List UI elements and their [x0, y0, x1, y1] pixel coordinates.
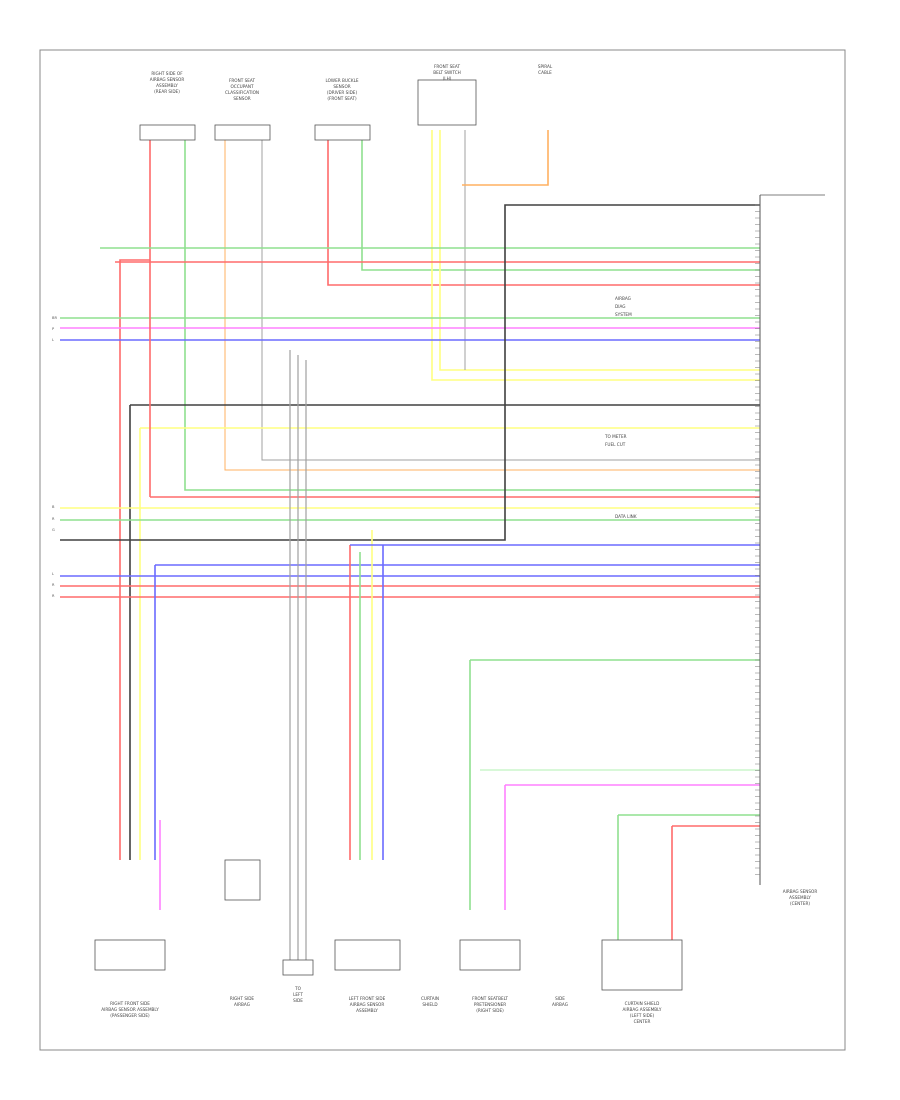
top-component-3-label-3: (DRIVER SIDE)	[327, 90, 358, 95]
left-label-6: G	[52, 528, 55, 532]
top-component-4: FRONT SEAT BELT SWITCH (LH)	[417, 64, 477, 126]
right-label-5: FUEL CUT	[605, 442, 626, 447]
left-label-4: B	[52, 505, 55, 509]
bottom-component-8-label-3: (LEFT SIDE)	[630, 1013, 655, 1018]
left-label-8: R	[52, 583, 55, 587]
right-module-label-1: AIRBAG SENSOR	[783, 889, 818, 894]
top-component-4-label-1: FRONT SEAT	[434, 64, 460, 69]
bottom-component-5-label-1: CURTAIN	[421, 996, 439, 1001]
bottom-component-4-label-3: ASSEMBLY	[356, 1008, 378, 1013]
bottom-component-6-label-1: FRONT SEATBELT	[472, 996, 508, 1001]
bottom-component-6-label-2: PRETENSIONER	[474, 1002, 506, 1007]
right-label-2: DIAG	[615, 304, 626, 309]
bottom-component-3-label-3: SIDE	[293, 998, 303, 1003]
bottom-component-2-label-2: AIRBAG	[234, 1002, 250, 1007]
top-component-5: SPIRAL CABLE	[538, 64, 553, 75]
top-component-1: RIGHT SIDE OF AIRBAG SENSOR ASSEMBLY (RE…	[139, 71, 196, 141]
top-component-3-label-1: LOWER BUCKLE	[325, 78, 358, 83]
bottom-component-8-label-1: CURTAIN SHIELD	[625, 1001, 660, 1006]
top-component-2-label-2: OCCUPANT	[230, 84, 253, 89]
wire-10	[462, 130, 549, 186]
wire-24	[60, 204, 760, 541]
right-module-connector	[755, 194, 825, 885]
bottom-component-8-label-4: CENTER	[634, 1019, 651, 1024]
left-label-3: L	[52, 338, 54, 342]
bottom-component-2: RIGHT SIDE AIRBAG	[224, 859, 261, 1007]
top-component-4-label-3: (LH)	[443, 76, 452, 81]
wire-6	[361, 140, 760, 271]
bottom-component-7: SIDE AIRBAG	[552, 996, 568, 1007]
top-component-1-label-4: (REAR SIDE)	[154, 89, 180, 94]
bottom-component-5-label-2: SHIELD	[422, 1002, 437, 1007]
wire-3	[224, 140, 760, 471]
wires-layer	[60, 130, 760, 960]
bottom-component-4: LEFT FRONT SIDE AIRBAG SENSOR ASSEMBLY	[334, 939, 401, 1013]
top-component-2-label-4: SENSOR	[233, 96, 250, 101]
right-label-4: TO METER	[604, 434, 627, 439]
right-label-3: SYSTEM	[615, 312, 632, 317]
left-label-1: BR	[52, 316, 57, 320]
wire-2	[184, 140, 760, 491]
bottom-component-8: CURTAIN SHIELD AIRBAG ASSEMBLY (LEFT SID…	[601, 939, 683, 1024]
bottom-component-7-label-1: SIDE	[555, 996, 565, 1001]
right-label-1: AIRBAG	[615, 296, 631, 301]
top-component-3-label-4: (FRONT SEAT)	[327, 96, 357, 101]
bottom-component-4-label-2: AIRBAG SENSOR	[350, 1002, 385, 1007]
connector-pins	[755, 204, 760, 875]
top-component-1-label-3: ASSEMBLY	[156, 83, 178, 88]
right-module-label-2: ASSEMBLY	[789, 895, 811, 900]
bottom-component-5: CURTAIN SHIELD	[421, 996, 439, 1007]
left-label-5: R	[52, 517, 55, 521]
top-component-2-label-1: FRONT SEAT	[229, 78, 255, 83]
top-component-1-label-1: RIGHT SIDE OF	[151, 71, 183, 76]
top-component-4-label-2: BELT SWITCH	[433, 70, 461, 75]
bottom-component-3-label-1: TO	[294, 986, 302, 991]
wire-5	[327, 140, 760, 286]
wire-4	[261, 140, 760, 461]
top-component-5-label-1: SPIRAL	[538, 64, 553, 69]
top-component-2-label-3: CLASSIFICATION	[225, 90, 259, 95]
bottom-component-1-label-2: AIRBAG SENSOR ASSEMBLY	[101, 1007, 159, 1012]
bottom-component-4-label-1: LEFT FRONT SIDE	[349, 996, 386, 1001]
bottom-component-6-label-3: (RIGHT SIDE)	[476, 1008, 504, 1013]
bottom-component-7-label-2: AIRBAG	[552, 1002, 568, 1007]
bottom-component-8-label-2: AIRBAG ASSEMBLY	[623, 1007, 662, 1012]
left-label-7: L	[52, 572, 54, 576]
right-side-labels: AIRBAG DIAG SYSTEM TO METER FUEL CUT DAT…	[604, 296, 637, 519]
top-component-3-label-2: SENSOR	[333, 84, 350, 89]
left-labels: BR P L B R G L R R	[52, 316, 57, 598]
left-label-9: R	[52, 594, 55, 598]
bottom-component-3: TO LEFT SIDE	[282, 959, 314, 1003]
right-label-6: DATA LINK	[615, 514, 637, 519]
right-module-label-3: (CENTER)	[790, 901, 810, 906]
top-component-1-label-2: AIRBAG SENSOR	[150, 77, 185, 82]
wire-7	[431, 130, 760, 381]
top-component-3: LOWER BUCKLE SENSOR (DRIVER SIDE) (FRONT…	[314, 78, 371, 141]
bottom-component-6: FRONT SEATBELT PRETENSIONER (RIGHT SIDE)	[459, 939, 521, 1013]
diagram-border	[39, 49, 846, 1051]
top-component-2: FRONT SEAT OCCUPANT CLASSIFICATION SENSO…	[214, 78, 271, 141]
bottom-component-2-label-1: RIGHT SIDE	[230, 996, 255, 1001]
wire-8	[439, 130, 760, 371]
left-label-2: P	[52, 327, 55, 331]
top-component-5-label-2: CABLE	[538, 70, 552, 75]
bottom-component-3-label-2: LEFT	[293, 992, 303, 997]
bottom-component-1-label-1: RIGHT FRONT SIDE	[110, 1001, 150, 1006]
bottom-component-1-label-3: (PASSENGER SIDE)	[110, 1013, 150, 1018]
bottom-component-1: RIGHT FRONT SIDE AIRBAG SENSOR ASSEMBLY …	[94, 939, 166, 1018]
wire-1	[119, 140, 151, 860]
